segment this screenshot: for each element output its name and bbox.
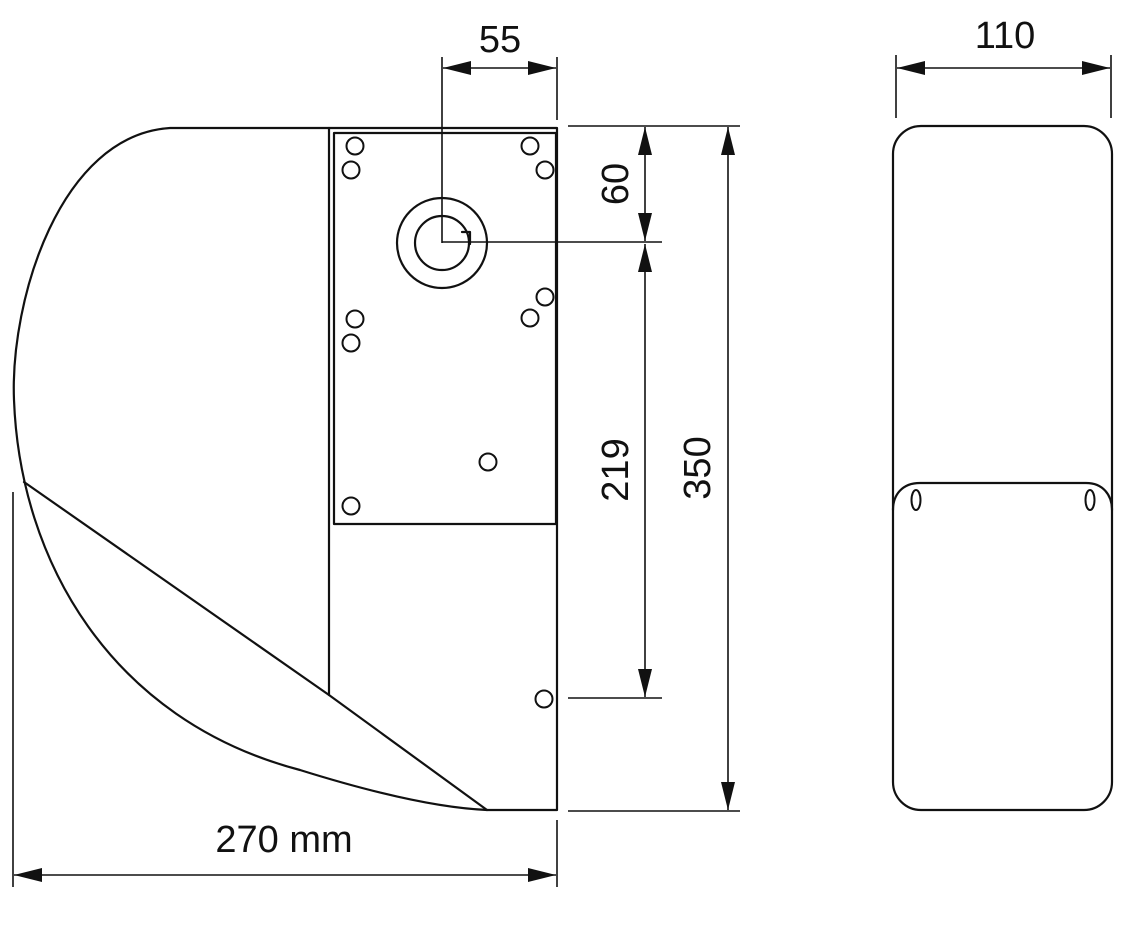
- dimension-label-110: 110: [975, 15, 1036, 57]
- mounting-hole: [535, 287, 555, 307]
- shaft-keyway: [460, 230, 472, 246]
- dimension-label-270: 270 mm: [215, 819, 352, 861]
- dimension-270: 270 mm: [12, 492, 558, 887]
- dimension-label-350: 350: [677, 436, 719, 499]
- dimension-label-55: 55: [479, 19, 521, 61]
- dimension-55: 55: [441, 19, 558, 243]
- mounting-hole: [345, 136, 365, 156]
- side-view: [891, 124, 1114, 812]
- side-screw: [910, 489, 922, 511]
- housing-outline: [12, 126, 559, 812]
- mounting-hole: [345, 309, 365, 329]
- front-view: [12, 126, 559, 812]
- dimension-350: 350: [568, 125, 740, 812]
- dimension-219: 219: [568, 244, 662, 699]
- side-cover-line: [891, 481, 1114, 512]
- mounting-hole: [341, 496, 361, 516]
- mounting-hole: [535, 160, 555, 180]
- mounting-hole: [341, 160, 361, 180]
- side-housing-outline: [891, 124, 1114, 812]
- lower-hole: [534, 689, 554, 709]
- side-screw: [1084, 489, 1096, 511]
- dimension-60: 60: [442, 125, 662, 243]
- cover-diagonal: [22, 480, 489, 812]
- dimension-label-219: 219: [595, 438, 637, 501]
- dimension-label-60: 60: [595, 163, 637, 205]
- mounting-plate: [332, 131, 558, 526]
- mounting-hole: [520, 136, 540, 156]
- mounting-hole: [341, 333, 361, 353]
- mounting-hole: [520, 308, 540, 328]
- mounting-hole: [478, 452, 498, 472]
- dimension-110: 110: [895, 15, 1112, 118]
